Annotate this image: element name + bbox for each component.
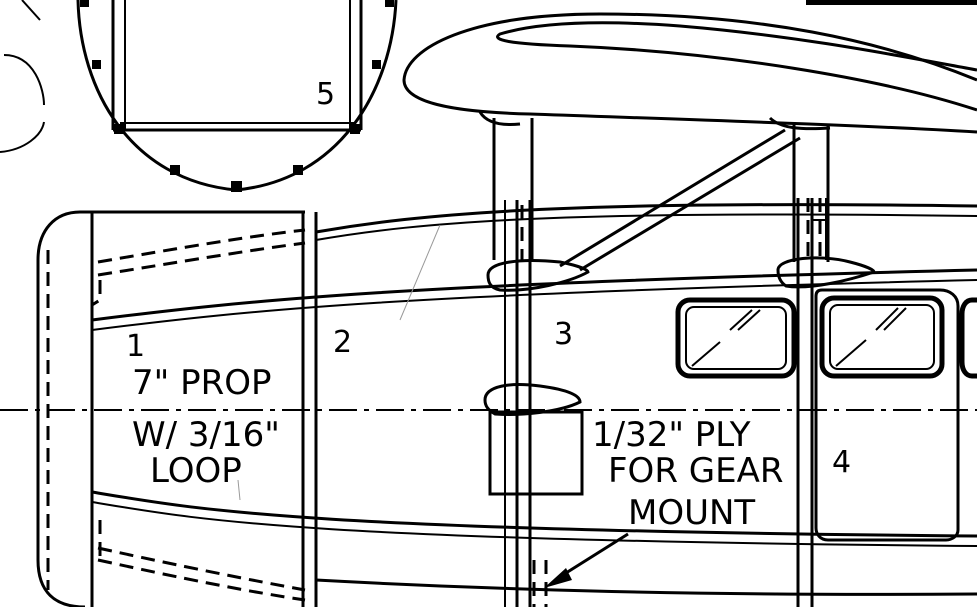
cowl-outline: [36, 210, 305, 607]
top-right-fragment: [806, 0, 977, 5]
wing-inner-rib: [496, 21, 977, 112]
ply-note-line1: 1/32" PLY: [592, 415, 751, 455]
prop-note-line3: LOOP: [150, 451, 242, 491]
labels: 5 1 2 3 4 7" PROP W/ 3/16" LOOP 1/32" PL…: [126, 77, 851, 533]
left-edge-fragments: [0, 0, 45, 153]
wing: [402, 12, 977, 134]
bottom-longeron: [315, 578, 977, 596]
prop-note-line2: W/ 3/16": [132, 415, 280, 455]
station-5-label: 5: [316, 77, 335, 112]
ply-note-line2: FOR GEAR: [608, 451, 783, 491]
station-2-label: 2: [333, 325, 352, 360]
wing-outline: [402, 12, 977, 134]
leader-arrow: [544, 532, 629, 588]
former-5-stringer-notches: [80, 0, 394, 192]
cowl-dashed-bottom: [97, 546, 306, 592]
faint-marks: [237, 224, 441, 501]
station-1-label: 1: [126, 329, 145, 364]
hidden-lines: [46, 198, 822, 607]
diagonal-strut: [559, 128, 786, 268]
window-3-partial: [959, 297, 977, 379]
station-3-label: 3: [554, 317, 573, 352]
windows: [675, 295, 977, 379]
upper-longeron: [91, 268, 977, 322]
station-4-label: 4: [832, 445, 851, 480]
ply-note-line3: MOUNT: [628, 493, 755, 533]
window-1: [675, 297, 797, 379]
former-5-section: [76, 0, 398, 192]
window-2: [819, 295, 945, 379]
lower-longeron: [91, 490, 977, 538]
prop-note-line1: 7" PROP: [132, 363, 271, 403]
strut-fittings: [486, 256, 876, 292]
gear-mount: [483, 383, 584, 496]
cabane-struts: [492, 118, 830, 272]
cowl-dashed-top: [97, 228, 306, 264]
cabin-door: [814, 288, 960, 542]
